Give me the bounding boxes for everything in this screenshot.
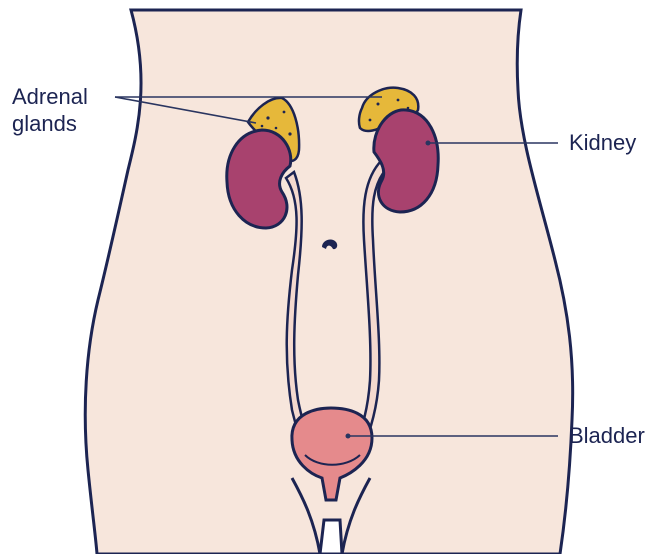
adrenal-glands-label-line2: glands [12,111,77,136]
kidney-label: Kidney [569,130,636,155]
kidney-leader-dot [426,141,431,146]
left-kidney [227,130,291,228]
bladder-leader-dot [346,434,351,439]
right-kidney [374,110,438,212]
adrenal-glands-label-line1: Adrenal [12,84,88,109]
crotch-gap [320,520,342,554]
bladder-label: Bladder [569,423,645,448]
